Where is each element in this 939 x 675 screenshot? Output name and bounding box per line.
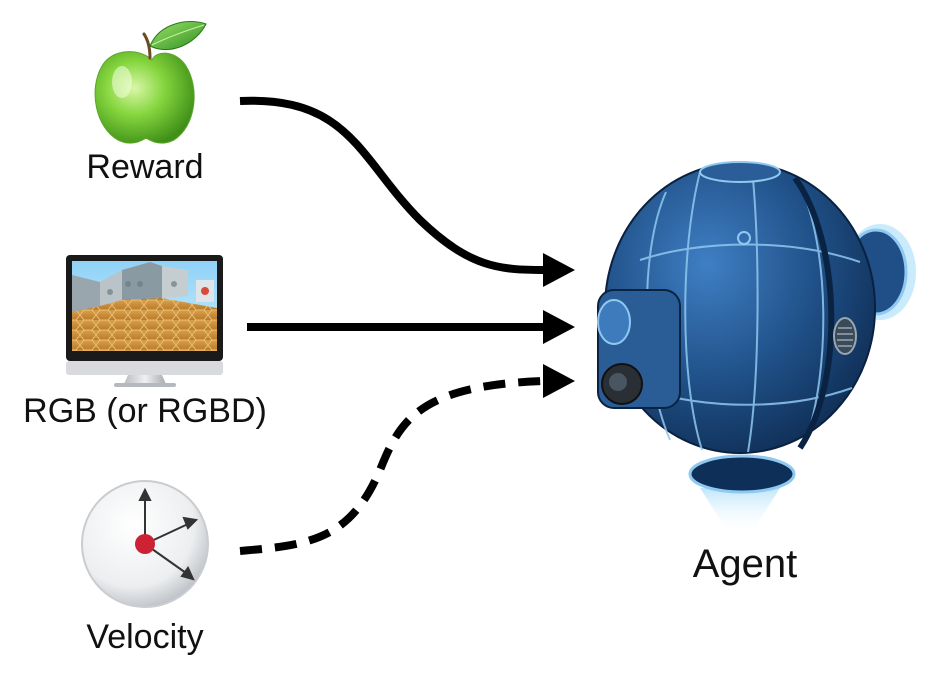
reward-arrow [239, 96, 575, 287]
velocity-arrow [239, 364, 575, 555]
agent-label: Agent [692, 542, 798, 586]
apple-icon [94, 21, 207, 144]
velocity-label: Velocity [86, 618, 204, 656]
robot-sphere-icon [597, 161, 916, 535]
rgb-arrow [247, 310, 575, 344]
velocity-dial-icon [81, 480, 209, 608]
rgb-label: RGB (or RGBD) [23, 392, 267, 430]
reward-label: Reward [86, 148, 204, 186]
monitor-icon [66, 255, 223, 387]
